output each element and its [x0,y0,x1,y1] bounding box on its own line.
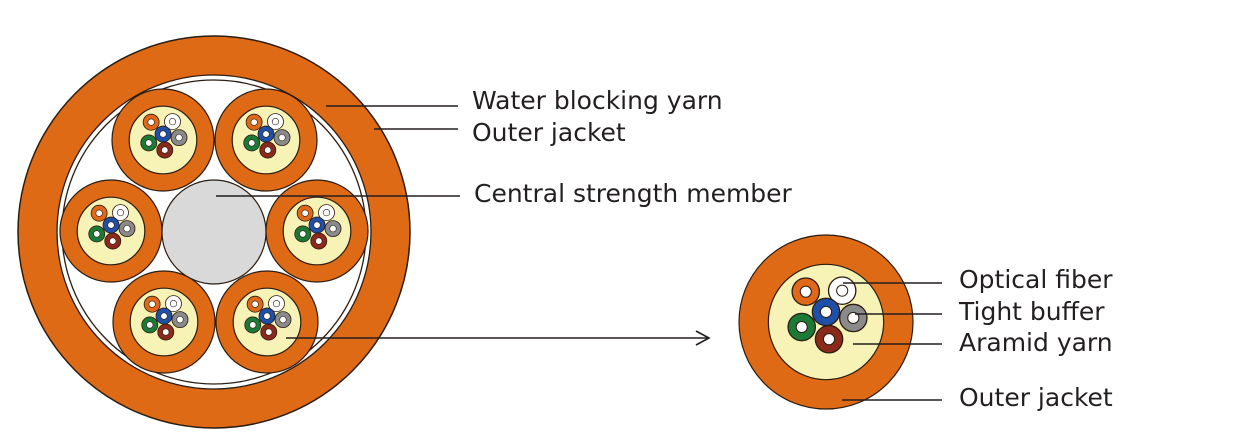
main-0-subunit [111,88,215,192]
label-tight-buffer: Tight buffer [959,297,1105,326]
label-water-blocking-yarn: Water blocking yarn [472,86,723,115]
optical-fiber-core [795,320,808,334]
optical-fiber-core [315,237,323,245]
main-5-subunit [215,270,319,374]
optical-fiber-core [301,209,309,217]
optical-fiber-core [160,312,168,320]
optical-fiber-core [278,134,286,142]
optical-fiber-core [176,316,184,324]
optical-fiber-core [109,237,117,245]
optical-fiber-core [251,300,259,308]
optical-fiber-core [116,209,125,217]
optical-fiber-core [107,221,115,229]
main-1-subunit [214,88,318,192]
arrow-head-icon [695,330,711,346]
optical-fiber-core [265,328,273,336]
optical-fiber-core [262,130,270,138]
optical-fiber-core [822,333,836,346]
optical-fiber-core [175,134,183,142]
optical-fiber-core [145,139,153,147]
leader-lines [216,105,942,401]
label-outer-jacket-detail: Outer jacket [959,383,1113,412]
subunit-detail-cross-section [738,234,914,410]
optical-fiber-core [313,221,321,229]
optical-fiber-core [162,328,170,336]
optical-fiber-core [93,230,101,238]
optical-fiber-core [123,225,131,233]
optical-fiber-core [169,300,178,308]
optical-fiber-core [147,118,155,126]
main-2-subunit [59,179,163,283]
optical-fiber-core [95,209,103,217]
optical-fiber-core [249,321,257,329]
optical-fiber-core [272,300,281,308]
optical-fiber-core [299,230,307,238]
main-cable-cross-section [17,35,411,429]
optical-fiber-core [329,225,337,233]
label-outer-jacket-main: Outer jacket [472,118,626,147]
optical-fiber-core [263,312,271,320]
optical-fiber-core [819,305,833,318]
main-4-subunit [112,270,216,374]
label-aramid-yarn: Aramid yarn [959,328,1113,357]
optical-fiber-core [148,300,156,308]
optical-fiber-core [271,118,280,126]
optical-fiber-core [264,146,272,154]
optical-fiber-core [799,285,812,298]
optical-fiber-core [168,118,177,126]
optical-fiber-core [322,209,331,217]
optical-fiber-core [836,284,849,297]
optical-fiber-core [279,316,287,324]
label-optical-fiber: Optical fiber [959,265,1113,294]
optical-fiber-core [248,139,256,147]
detail-subunit [738,234,914,410]
label-central-strength-member: Central strength member [474,179,792,208]
optical-fiber-core [250,118,258,126]
optical-fiber-core [847,311,860,325]
optical-fiber-core [159,130,167,138]
optical-fiber-core [146,321,154,329]
main-3-subunit [265,179,369,283]
optical-fiber-core [161,146,169,154]
